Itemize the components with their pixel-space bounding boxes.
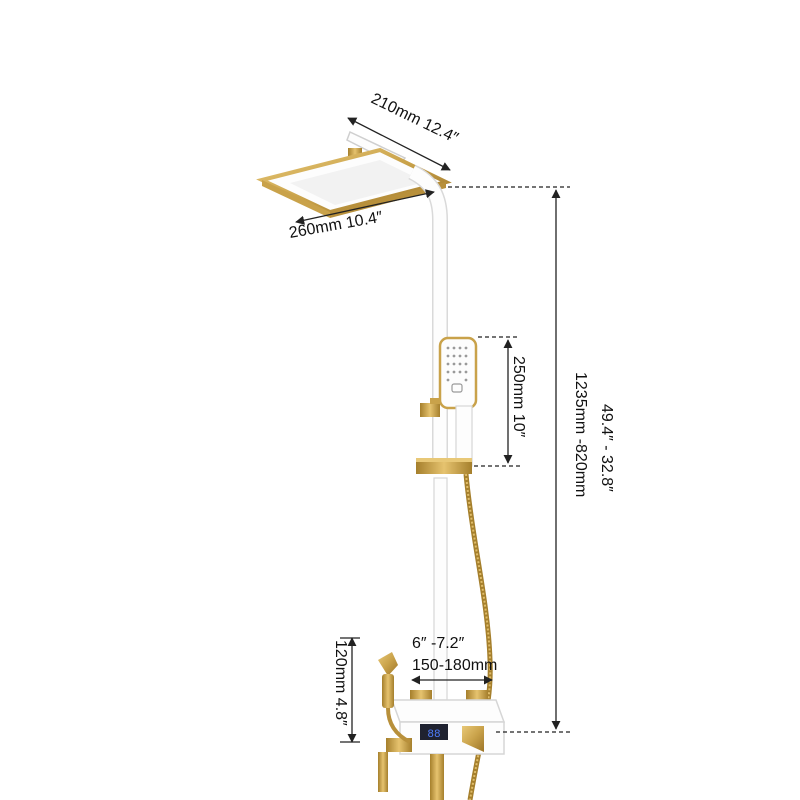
slide-bracket bbox=[416, 458, 472, 474]
spray-nozzles bbox=[446, 346, 468, 382]
total-height-mm-label: 1235mm -820mm bbox=[572, 372, 589, 497]
right-handle bbox=[466, 690, 488, 700]
temperature-lever bbox=[462, 726, 484, 752]
spout-height-label: 120mm 4.8″ bbox=[332, 640, 349, 726]
head-width-arrow bbox=[295, 189, 435, 225]
handheld-length-label: 250mm 10″ bbox=[510, 356, 527, 438]
left-handle bbox=[410, 690, 432, 700]
spacing-in-label: 6″ -7.2″ bbox=[412, 635, 465, 652]
dimension-lines bbox=[295, 117, 570, 743]
head-depth-label: 210mm 12.4″ bbox=[368, 90, 461, 147]
total-height-in-label: 49.4″ - 32.8″ bbox=[598, 404, 615, 492]
mode-button bbox=[451, 383, 463, 393]
spacing-mm-label: 150-180mm bbox=[412, 657, 497, 674]
handheld-grip bbox=[455, 405, 473, 467]
head-depth-arrow bbox=[347, 117, 451, 171]
diverter-knob bbox=[420, 398, 440, 417]
handheld-shower bbox=[438, 336, 478, 467]
temperature-display bbox=[420, 724, 448, 740]
bidet-sprayer bbox=[378, 652, 411, 744]
riser-pipe bbox=[408, 164, 448, 701]
bottom-outlet bbox=[430, 754, 444, 800]
thermostatic-mixer: 88 bbox=[378, 690, 506, 800]
temperature-reading: 88 bbox=[427, 729, 440, 741]
